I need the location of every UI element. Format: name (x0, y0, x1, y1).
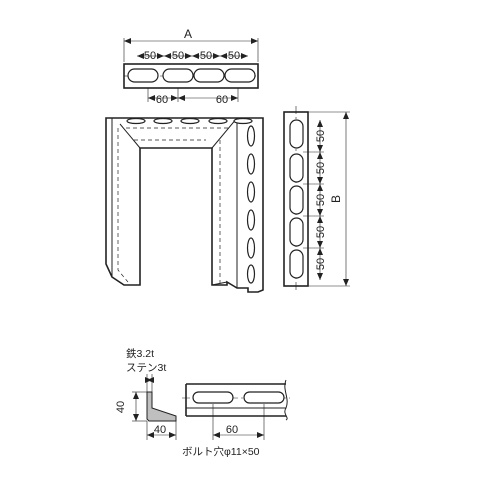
top-pitch-label-4: 50 (228, 50, 240, 62)
front-top-hole (153, 117, 173, 125)
front-view (105, 117, 264, 293)
front-top-hole (126, 117, 146, 125)
front-top-hole (233, 117, 253, 125)
section-height-label: 40 (115, 401, 127, 413)
front-top-hole (180, 117, 200, 125)
front-top-hole (208, 117, 228, 125)
side-slot-hole (289, 217, 304, 247)
top-pitch-label-1: 50 (144, 50, 156, 62)
top-view: A 50 50 50 50 60 60 (123, 27, 259, 106)
bolt-hole-note: ボルト穴φ11×50 (182, 445, 260, 458)
side-pitch-label-3: 50 (315, 194, 327, 206)
section-width-label: 40 (154, 424, 166, 436)
front-side-hole (246, 237, 256, 259)
side-slot-hole (289, 119, 304, 149)
dim-b-label: B (329, 195, 343, 203)
top-slot-hole (162, 68, 194, 83)
side-slot-hole (289, 249, 304, 279)
top-pitch-dims: 50 50 50 50 (137, 50, 248, 62)
u-bracket-outline (105, 117, 264, 293)
side-slot-hole (289, 185, 304, 215)
front-side-hole (246, 125, 256, 147)
side-pitch-label-4: 50 (315, 226, 327, 238)
lower-pitch-label-2: 60 (216, 94, 228, 106)
top-slot-hole (127, 68, 159, 83)
material-iron-label: 鉄3.2t (126, 347, 154, 360)
slot-plate-view: 60 (182, 379, 290, 440)
lower-pitch-label-1: 60 (156, 94, 168, 106)
top-pitch-label-2: 50 (172, 50, 184, 62)
material-stainless-label: ステン3t (126, 362, 166, 374)
side-view: 50 50 50 50 50 B (283, 106, 350, 292)
front-side-hole (246, 181, 256, 203)
front-side-hole (246, 264, 256, 284)
side-slot-hole (289, 153, 304, 183)
top-slot-hole (224, 68, 256, 83)
front-side-hole (246, 209, 256, 231)
top-pitch-label-3: 50 (200, 50, 212, 62)
side-pitch-label-2: 50 (315, 162, 327, 174)
break-line (284, 379, 288, 421)
dim-a-label: A (184, 27, 192, 41)
plate-slot-hole (243, 391, 285, 404)
plate-slot-hole (192, 391, 234, 404)
front-side-hole (246, 153, 256, 175)
angle-section-view: 鉄3.2t ステン3t 40 40 (115, 347, 177, 440)
side-pitch-label-5: 50 (315, 258, 327, 270)
angle-profile (146, 391, 177, 422)
side-pitch-label-1: 50 (315, 130, 327, 142)
slot-pitch-label: 60 (226, 424, 238, 436)
top-slot-hole (193, 68, 225, 83)
